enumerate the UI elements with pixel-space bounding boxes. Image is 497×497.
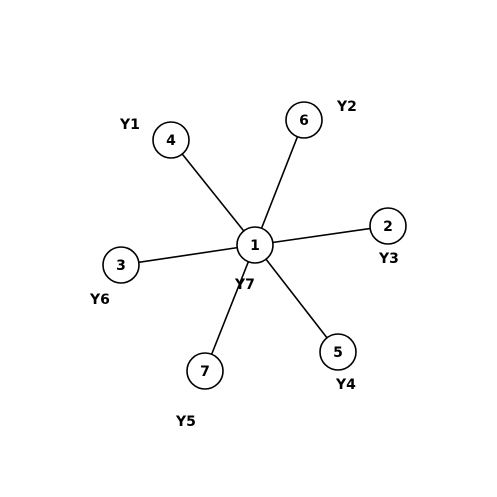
edge-1-7 bbox=[204, 244, 256, 372]
node-4: 4 bbox=[152, 121, 190, 159]
edges-layer bbox=[120, 119, 389, 372]
node-7: 7 bbox=[186, 352, 224, 390]
node-label-2: Y3 bbox=[378, 251, 399, 267]
edge-1-5 bbox=[254, 244, 339, 353]
node-circle-4 bbox=[152, 121, 190, 159]
edge-1-6 bbox=[254, 119, 305, 246]
node-id-5: 5 bbox=[333, 345, 343, 361]
node-3: 3 bbox=[102, 246, 140, 284]
node-label-7: Y5 bbox=[175, 414, 196, 430]
edge-1-4 bbox=[170, 139, 256, 246]
node-circle-2 bbox=[369, 207, 407, 245]
node-circle-5 bbox=[319, 333, 357, 371]
node-id-4: 4 bbox=[166, 133, 176, 149]
node-label-4: Y1 bbox=[119, 117, 140, 133]
edge-1-2 bbox=[254, 225, 389, 246]
node-id-7: 7 bbox=[200, 364, 210, 380]
node-id-6: 6 bbox=[299, 113, 309, 129]
node-2: 2 bbox=[369, 207, 407, 245]
edge-1-3 bbox=[120, 244, 256, 266]
node-1: 1 bbox=[236, 226, 274, 264]
node-id-3: 3 bbox=[116, 258, 126, 274]
node-circle-1 bbox=[236, 226, 274, 264]
node-id-1: 1 bbox=[250, 238, 260, 254]
node-circle-3 bbox=[102, 246, 140, 284]
node-6: 6 bbox=[285, 101, 323, 139]
node-label-3: Y6 bbox=[89, 292, 110, 308]
node-circle-7 bbox=[186, 352, 224, 390]
node-label-5: Y4 bbox=[335, 377, 356, 393]
node-label-6: Y2 bbox=[336, 99, 357, 115]
node-5: 5 bbox=[319, 333, 357, 371]
node-id-2: 2 bbox=[383, 219, 393, 235]
node-label-1: Y7 bbox=[234, 277, 255, 293]
node-circle-6 bbox=[285, 101, 323, 139]
nodes-layer: 1 2 3 4 5 6 7 bbox=[102, 101, 407, 390]
